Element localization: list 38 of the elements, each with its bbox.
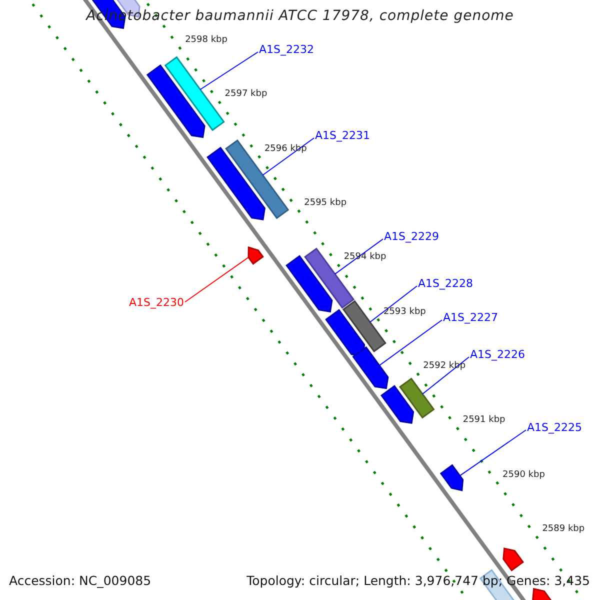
- gene-feature: [146, 64, 206, 138]
- gene-block: [164, 56, 225, 132]
- gene-feature: [206, 146, 266, 220]
- gene-feature: [248, 246, 264, 265]
- gene-feature: [286, 254, 333, 312]
- gene-feature: [502, 548, 524, 572]
- scale-label: 2595 kbp: [304, 196, 347, 210]
- gene-label: A1S_2228: [418, 277, 473, 290]
- gene-label: A1S_2225: [527, 421, 582, 434]
- gene-feature: [440, 464, 464, 492]
- gene-label: A1S_2227: [443, 311, 498, 324]
- scale-label: 2597 kbp: [224, 88, 268, 102]
- gene-label: A1S_2232: [259, 43, 314, 56]
- leader-line: [459, 430, 526, 476]
- footer-text: Topology: circular; Length: 3,976,747 bp; Genes: 3,435: [246, 574, 590, 587]
- footer-text: Accession: NC_009085: [9, 574, 152, 587]
- gene-feature: [352, 346, 389, 390]
- gene-feature: [325, 309, 366, 357]
- scale-label: 2591 kbp: [462, 414, 506, 428]
- scale-label: 2589 kbp: [542, 523, 585, 536]
- leader-line: [334, 238, 384, 275]
- leader-line: [422, 356, 470, 394]
- gene-feature: [532, 588, 552, 600]
- gene-block: [398, 378, 435, 419]
- leader-line: [370, 286, 418, 323]
- leader-line: [378, 320, 442, 366]
- gene-label: A1S_2229: [384, 230, 439, 243]
- gene-label: A1S_2230: [129, 296, 184, 309]
- leader-line: [184, 256, 249, 302]
- gene-label: A1S_2231: [315, 129, 370, 142]
- scale-label: 2598 kbp: [185, 34, 228, 47]
- leader-line: [200, 52, 258, 90]
- scale-label: 2593 kbp: [383, 306, 426, 319]
- gene-block: [225, 139, 290, 220]
- scale-label: 2590 kbp: [502, 468, 545, 482]
- leader-line: [262, 138, 314, 176]
- gene-feature: [380, 384, 414, 424]
- gene-label: A1S_2226: [470, 348, 525, 361]
